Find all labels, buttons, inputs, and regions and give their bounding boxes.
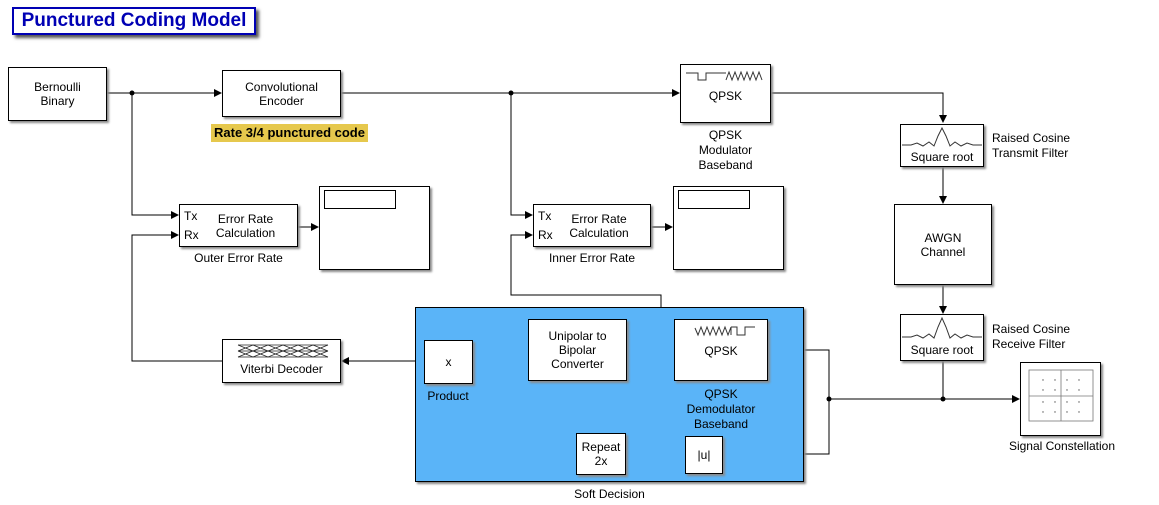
port-rx: Rx [538, 228, 553, 242]
block-text: QPSK [708, 88, 743, 103]
modulation-waveform-icon [686, 70, 763, 82]
demodulation-waveform-icon [694, 325, 755, 337]
port-tx: Tx [538, 209, 552, 223]
label-line: Baseband [693, 417, 749, 431]
sinc-pulse-icon [902, 126, 982, 147]
block-text: Viterbi Decoder [240, 362, 323, 376]
unipolar-to-bipolar-block[interactable]: Unipolar to Bipolar Converter [528, 319, 627, 381]
block-text: Bipolar [558, 343, 597, 357]
line-enc-inner-tx [510, 93, 533, 219]
qpsk-modulator-label: QPSK Modulator Baseband [680, 128, 771, 173]
soft-decision-label: Soft Decision [574, 487, 645, 501]
block-text: Unipolar to [548, 329, 607, 343]
block-text: Bernoulli [34, 80, 81, 94]
label-line: QPSK [704, 387, 738, 401]
line-bern-outer-tx [131, 93, 179, 219]
block-text: Converter [551, 357, 604, 371]
label-line: Transmit Filter [992, 146, 1069, 160]
junction-dot [940, 396, 946, 402]
label-line: Raised Cosine [992, 131, 1071, 145]
model-title: Punctured Coding Model [12, 7, 256, 35]
label-line: Raised Cosine [992, 322, 1071, 336]
label-line: Baseband [698, 158, 753, 172]
constellation-scope-icon [1028, 369, 1094, 422]
port-tx: Tx [184, 209, 198, 223]
awgn-channel-block[interactable]: AWGN Channel [894, 204, 992, 285]
block-text: Encoder [259, 93, 304, 108]
outer-error-rate-label: Outer Error Rate [194, 251, 283, 265]
receive-filter-label: Raised Cosine Receive Filter [992, 322, 1070, 352]
display-readout [678, 190, 750, 209]
bernoulli-binary-block[interactable]: Bernoulli Binary [8, 67, 107, 121]
junction-dot [508, 90, 514, 96]
inner-error-rate-block[interactable]: Error Rate Calculation Tx Rx [533, 204, 651, 247]
sinc-pulse-icon [902, 316, 982, 339]
block-text: Binary [40, 94, 75, 108]
transmit-filter-label: Raised Cosine Transmit Filter [992, 131, 1070, 161]
block-text: Convolutional [245, 79, 318, 94]
block-text: Repeat [581, 440, 621, 454]
block-text: Square root [910, 343, 974, 357]
block-text: QPSK [704, 344, 738, 358]
line-rx-const [942, 361, 1020, 403]
outer-error-rate-block[interactable]: Error Rate Calculation Tx Rx [179, 204, 298, 247]
product-label: Product [427, 389, 469, 403]
convolutional-encoder-block[interactable]: Convolutional Encoder [222, 70, 341, 117]
label-line: Demodulator [686, 402, 756, 416]
block-text: Channel [920, 244, 966, 259]
label-line: QPSK [708, 128, 743, 142]
qpsk-demodulator-label: QPSK Demodulator Baseband [674, 387, 768, 432]
block-text: x [445, 355, 452, 369]
abs-block[interactable]: |u| [685, 436, 723, 474]
qpsk-demodulator-block[interactable]: QPSK [674, 319, 768, 381]
outer-error-display-block[interactable] [319, 186, 430, 270]
junction-dot [826, 396, 832, 402]
block-text: Calculation [215, 225, 276, 240]
qpsk-modulator-block[interactable]: QPSK [680, 64, 771, 123]
block-text: Calculation [569, 225, 629, 240]
trellis-icon [237, 344, 329, 358]
viterbi-decoder-block[interactable]: Viterbi Decoder [222, 339, 341, 383]
junction-dot [129, 90, 135, 96]
signal-constellation-label: Signal Constellation [1008, 439, 1116, 453]
block-text: AWGN [924, 230, 962, 245]
annotation-rate: Rate 3/4 punctured code [211, 124, 368, 142]
block-text: |u| [697, 448, 711, 462]
line-qpsk-tx [771, 92, 947, 123]
product-block[interactable]: x [424, 340, 473, 384]
block-text: Error Rate [217, 211, 274, 226]
block-text: Error Rate [571, 211, 627, 226]
label-line: Receive Filter [992, 337, 1066, 351]
label-line: Modulator [698, 143, 753, 157]
raised-cosine-receive-filter-block[interactable]: Square root [900, 314, 984, 361]
block-text: Square root [910, 150, 974, 164]
inner-error-rate-label: Inner Error Rate [548, 251, 636, 265]
raised-cosine-transmit-filter-block[interactable]: Square root [900, 124, 984, 167]
port-rx: Rx [184, 228, 199, 242]
repeat-block[interactable]: Repeat 2x [576, 433, 626, 475]
signal-constellation-block[interactable] [1020, 362, 1101, 436]
display-readout [324, 190, 396, 209]
inner-error-display-block[interactable] [673, 186, 784, 270]
block-text: 2x [594, 454, 608, 468]
line-viterbi-outer-rx [131, 231, 222, 362]
